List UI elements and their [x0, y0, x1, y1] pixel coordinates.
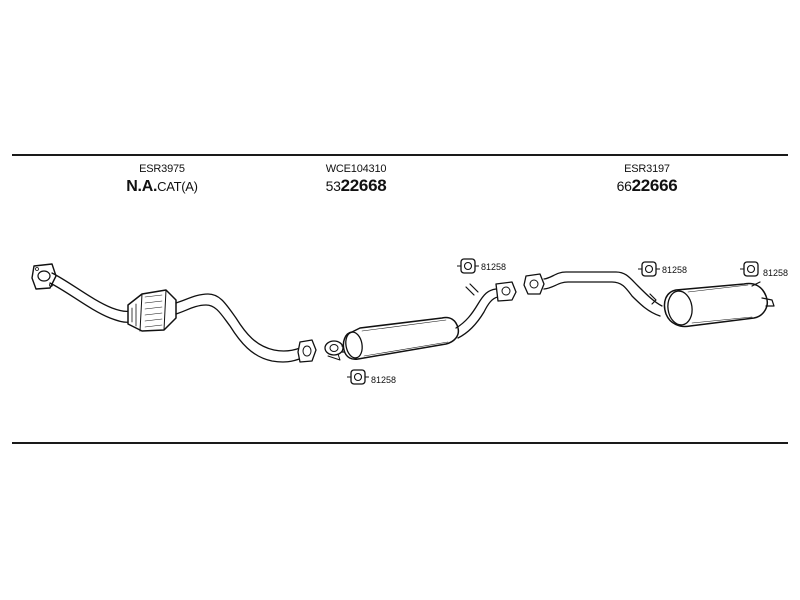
middle-silencer-label: WCE104310 5322668: [326, 163, 387, 196]
hanger-4: 81258: [740, 261, 788, 278]
front-pipe-upper: [51, 272, 131, 313]
middle-outlet-pipe: [455, 288, 497, 329]
front-pipe-number: N.A.CAT(A): [126, 176, 198, 197]
front-pipe-rear-upper: [175, 293, 301, 352]
front-pipe-name-rest: CAT(A): [157, 179, 198, 194]
rear-silencer-prefix: 66: [616, 178, 632, 194]
rubber-hanger-icon: [457, 258, 479, 274]
middle-silencer-prefix: 53: [325, 178, 341, 194]
middle-silencer-code: WCE104310: [325, 163, 387, 175]
front-pipe-with-catalyst: [31, 263, 317, 363]
middle-silencer-main: 22668: [340, 176, 387, 195]
rear-pipe-lower: [543, 281, 661, 317]
hanger-part-number: 81258: [481, 262, 506, 272]
rubber-hanger-icon: [638, 261, 660, 277]
rear-inlet-flange: [523, 273, 545, 295]
top-divider: [12, 154, 788, 156]
front-pipe-lower: [49, 282, 131, 323]
rear-silencer: [523, 271, 775, 328]
rear-silencer-label: ESR3197 6622666: [617, 163, 678, 196]
rear-silencer-body: [663, 282, 768, 328]
middle-inlet-flange: [324, 340, 344, 361]
front-pipe-rear-lower: [175, 304, 303, 363]
hanger-part-number: 81258: [662, 265, 687, 275]
front-pipe-name-bold: N.A.: [126, 178, 158, 195]
middle-outlet-flange: [495, 281, 517, 302]
front-pipe-end-flange: [297, 339, 317, 363]
bottom-divider: [12, 442, 788, 444]
middle-silencer-number: 5322668: [326, 176, 387, 196]
rubber-hanger-icon: [740, 261, 759, 277]
middle-silencer: [324, 281, 517, 361]
rear-pipe-upper: [543, 271, 663, 307]
hanger-part-number: 81258: [763, 268, 788, 278]
rear-tailpipe: [761, 297, 775, 307]
rear-silencer-code: ESR3197: [624, 163, 670, 175]
front-pipe-code: ESR3975: [139, 163, 185, 175]
rear-silencer-number: 6622666: [617, 176, 678, 196]
hanger-3: 81258: [638, 261, 687, 277]
rear-silencer-main: 22666: [631, 176, 678, 195]
hanger-part-number: 81258: [371, 375, 396, 385]
middle-silencer-body: [342, 316, 460, 360]
front-flange: [31, 263, 57, 290]
catalytic-converter: [127, 289, 177, 332]
hanger-2: 81258: [347, 369, 396, 385]
hanger-1: 81258: [457, 258, 506, 274]
front-pipe-label: ESR3975 N.A.CAT(A): [126, 163, 198, 197]
rubber-hanger-icon: [347, 369, 369, 385]
